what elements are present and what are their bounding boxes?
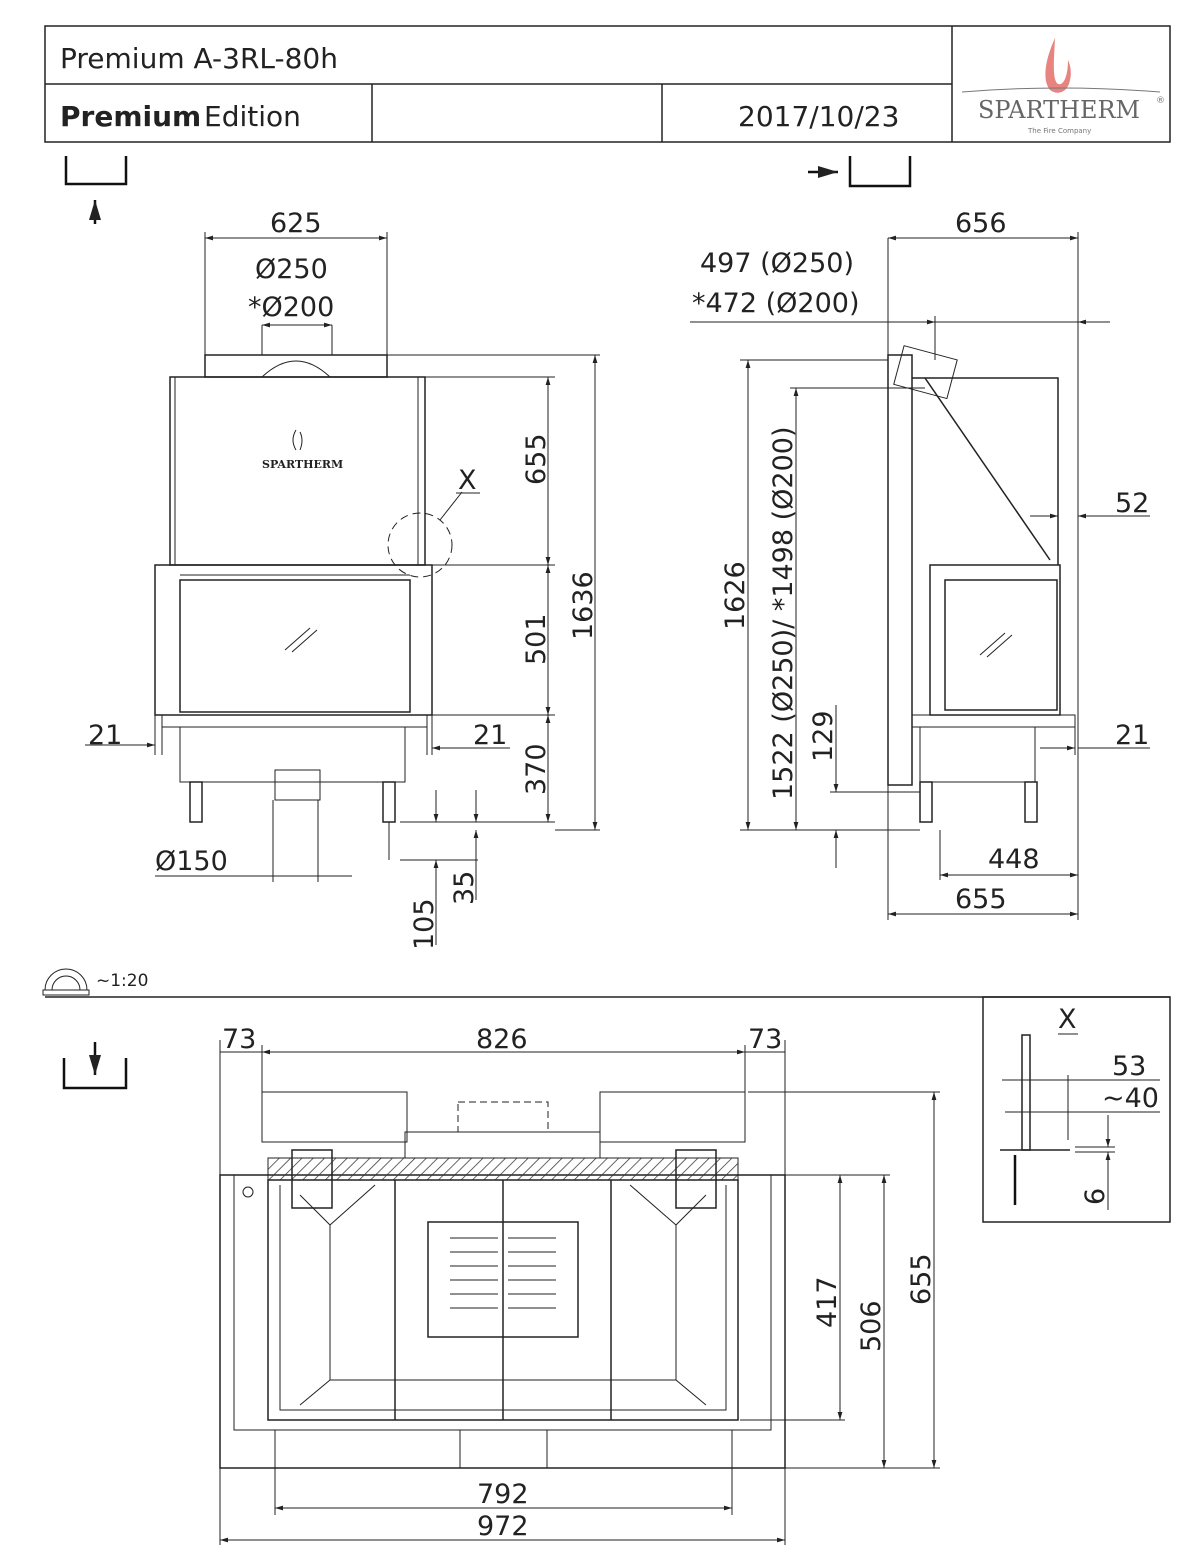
- dim-air-150: Ø150: [155, 846, 228, 877]
- detail-x: X 53 ~40 6: [982, 996, 1171, 1223]
- side-flue-pos-250: 497 (Ø250): [700, 248, 854, 279]
- top-dim-417: 417: [812, 1276, 843, 1328]
- top-dim-506: 506: [856, 1300, 887, 1352]
- top-dim-655: 655: [906, 1253, 937, 1305]
- logo-tagline: The Fire Company: [1027, 127, 1091, 135]
- side-dim-1626: 1626: [720, 561, 751, 630]
- spartherm-logo: SPARTHERM ® The Fire Company: [961, 38, 1165, 135]
- top-dim-73-left: 73: [222, 1024, 256, 1055]
- dim-625: 625: [270, 208, 322, 239]
- top-dim-972: 972: [477, 1511, 529, 1542]
- top-dim-826: 826: [476, 1024, 528, 1055]
- side-dim-flue-height: 1522 (Ø250)/ *1498 (Ø200): [768, 427, 799, 800]
- product-title: Premium A-3RL-80h: [60, 42, 338, 75]
- dim-21-right: 21: [473, 720, 507, 751]
- top-dim-792: 792: [477, 1479, 529, 1510]
- side-dim-656: 656: [955, 208, 1007, 239]
- side-view: 656 497 (Ø250) *472 (Ø200) 52 21 1626 15…: [690, 208, 1150, 920]
- side-dim-448: 448: [988, 844, 1040, 875]
- detail-title: X: [1058, 1004, 1077, 1035]
- side-dim-655: 655: [955, 884, 1007, 915]
- detail-dim-6: 6: [1080, 1188, 1111, 1205]
- logo-text: SPARTHERM: [978, 96, 1140, 124]
- scale-indicator: ~1:20: [42, 968, 148, 996]
- top-view-icon: [62, 1042, 128, 1090]
- dim-flue-200: *Ø200: [248, 292, 334, 323]
- flame-icon: [1045, 38, 1071, 93]
- edition-label-bold: Premium: [60, 100, 201, 133]
- top-dim-73-right: 73: [748, 1024, 782, 1055]
- side-flue-pos-200: *472 (Ø200): [692, 288, 859, 319]
- side-dim-21: 21: [1115, 720, 1149, 751]
- title-block: Premium A-3RL-80h Premium Edition 2017/1…: [44, 25, 1171, 143]
- detail-dim-53: 53: [1112, 1051, 1146, 1082]
- top-view: 73 826 73 417 506 655 792 972: [219, 1024, 940, 1545]
- scale-label: ~1:20: [96, 971, 148, 991]
- logo-registered: ®: [1156, 96, 1165, 106]
- side-dim-129: 129: [808, 710, 839, 762]
- dim-flue-250: Ø250: [255, 254, 328, 285]
- dim-1636: 1636: [568, 571, 599, 640]
- edition-label-rest: Edition: [204, 100, 301, 133]
- dim-501: 501: [521, 613, 552, 665]
- drawing-date: 2017/10/23: [738, 100, 899, 133]
- dim-21-left: 21: [88, 720, 122, 751]
- front-view: SPARTHERM X 625 Ø250 *Ø200 655 501 370 1…: [85, 208, 600, 950]
- dim-35: 35: [449, 871, 480, 905]
- dim-105: 105: [409, 898, 440, 950]
- dim-655: 655: [521, 433, 552, 485]
- side-dim-52: 52: [1115, 488, 1149, 519]
- side-view-icon: [808, 156, 912, 188]
- detail-dim-40: ~40: [1102, 1083, 1159, 1114]
- front-view-icon: [64, 156, 128, 224]
- detail-marker-x: X: [458, 465, 477, 496]
- protractor-icon: [44, 968, 88, 991]
- stove-logo: SPARTHERM: [262, 458, 343, 471]
- dim-370: 370: [521, 743, 552, 795]
